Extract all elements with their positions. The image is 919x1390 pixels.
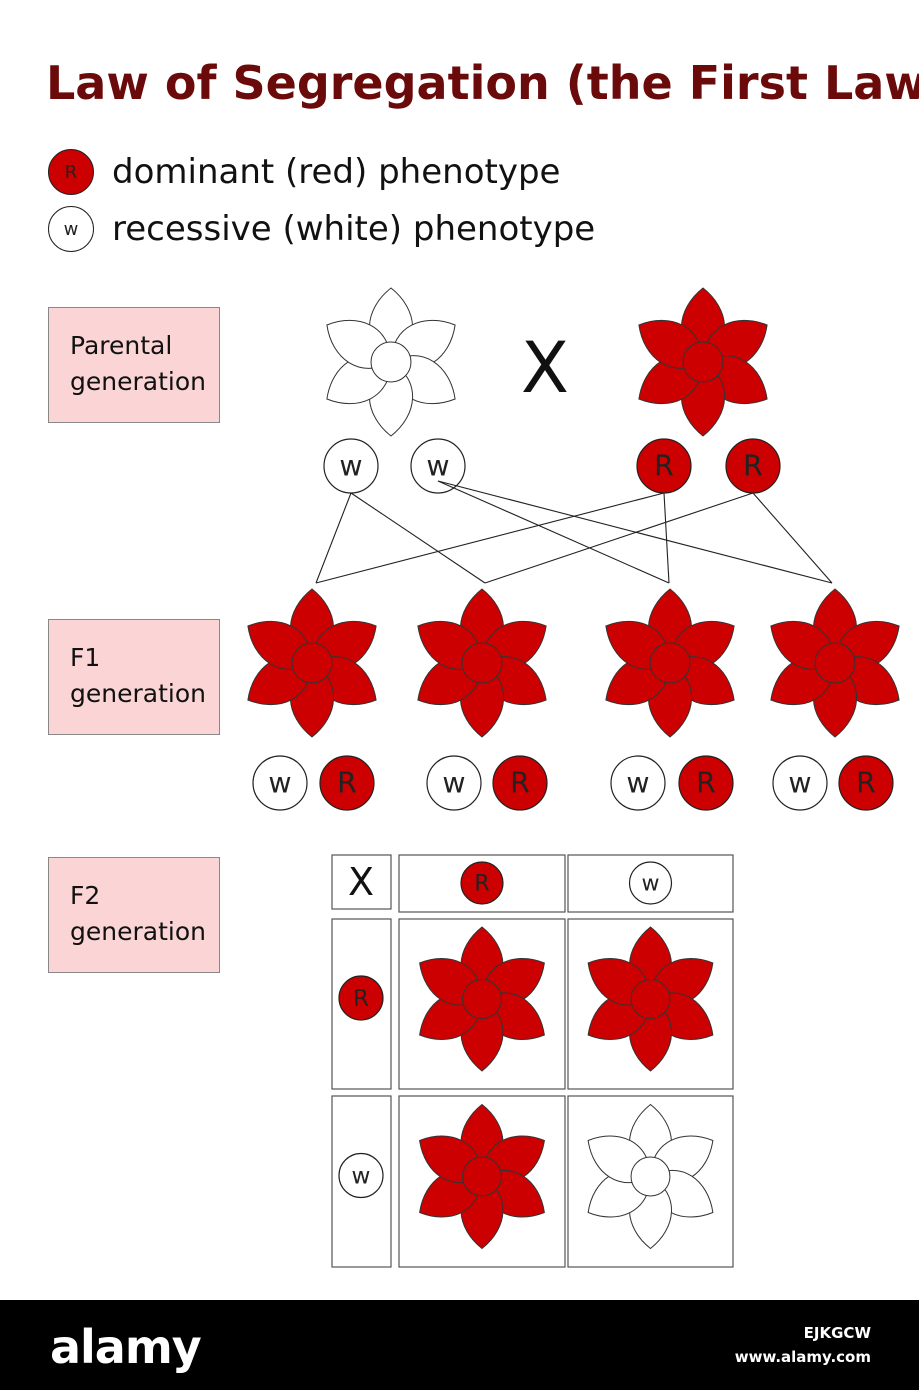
dominant-allele-icon: R (48, 149, 94, 195)
punnett-row-allele-R: R (338, 975, 384, 1021)
cross-line (752, 492, 833, 584)
allele-label: w (352, 1163, 371, 1189)
f1-red-flower (605, 588, 735, 738)
flower-center (814, 642, 856, 684)
f1-generation-label: F1 generation (48, 619, 220, 735)
allele-label: R (510, 767, 530, 800)
parent-gamete-R: R (725, 438, 781, 494)
allele-label: w (788, 767, 811, 800)
cross-line (437, 480, 670, 584)
f2-white-flower (587, 1103, 714, 1250)
allele-circle (492, 755, 548, 811)
f2-red-flower (419, 926, 545, 1072)
diagram-title: Law of Segregation (the First Law) (46, 56, 919, 110)
legend-recessive-label: recessive (white) phenotype (112, 209, 596, 249)
legend-dominant-label: dominant (red) phenotype (112, 152, 561, 192)
allele-label: w (268, 767, 291, 800)
f1-allele-w: w (772, 755, 828, 811)
allele-label: R (337, 767, 357, 800)
cross-line (350, 492, 486, 584)
flower-center (462, 1156, 502, 1197)
parent-gamete-w: w (323, 438, 379, 494)
parent-red-flower (638, 287, 768, 437)
legend-recessive: w recessive (white) phenotype (48, 206, 595, 252)
parent-gamete-R: R (636, 438, 692, 494)
allele-circle (426, 755, 482, 811)
allele-label: R (696, 767, 716, 800)
flower-center (630, 1156, 671, 1197)
f1-allele-w: w (252, 755, 308, 811)
flower-center (370, 341, 412, 383)
allele-label: R (353, 986, 369, 1012)
allele-circle (460, 861, 504, 905)
cross-line (663, 492, 670, 584)
allele-circle (772, 755, 828, 811)
flower-center (461, 642, 503, 684)
recessive-allele-icon: w (48, 206, 94, 252)
flower-center (291, 642, 333, 684)
punnett-row-allele-w: w (338, 1152, 384, 1199)
footer-url: www.alamy.com (734, 1348, 871, 1366)
legend-dominant: R dominant (red) phenotype (48, 149, 560, 195)
flower-center (682, 341, 724, 383)
allele-label: w (426, 450, 449, 483)
footer-bar: alamy EJKGCW www.alamy.com (0, 1300, 919, 1390)
parental-generation-label: Parental generation (48, 307, 220, 423)
allele-circle (610, 755, 666, 811)
punnett-corner (331, 854, 392, 910)
allele-circle (410, 438, 466, 494)
allele-circle (838, 755, 894, 811)
cross-line (484, 492, 754, 584)
allele-label: R (856, 767, 876, 800)
parent-gamete-w: w (410, 438, 466, 494)
flower-center (649, 642, 691, 684)
punnett-corner-label: X (348, 860, 374, 904)
alamy-logo: alamy (50, 1320, 202, 1374)
allele-label: R (654, 450, 674, 483)
f1-allele-R: R (678, 755, 734, 811)
f1-allele-R: R (492, 755, 548, 811)
f1-red-flower (770, 588, 900, 738)
f1-allele-R: R (319, 755, 375, 811)
f1-red-flower (417, 588, 547, 738)
cross-line (315, 492, 665, 584)
allele-label: R (474, 872, 489, 897)
flower-center (630, 979, 671, 1019)
f2-red-flower (587, 926, 714, 1072)
allele-label: w (626, 767, 649, 800)
cross-line (437, 480, 833, 584)
allele-circle (338, 1152, 384, 1199)
flower-center (462, 979, 502, 1019)
cross-symbol: X (521, 327, 569, 409)
f1-allele-w: w (610, 755, 666, 811)
allele-label: w (339, 450, 362, 483)
allele-circle (628, 861, 673, 905)
image-id: EJKGCW (803, 1324, 871, 1342)
allele-label: w (641, 872, 659, 897)
parent-white-flower (326, 287, 456, 437)
cross-line (315, 492, 352, 584)
f1-red-flower (247, 588, 377, 738)
allele-circle (678, 755, 734, 811)
f2-red-flower (419, 1103, 545, 1250)
allele-circle (252, 755, 308, 811)
allele-circle (319, 755, 375, 811)
punnett-column-allele-w: w (628, 861, 673, 905)
f2-generation-label: F2 generation (48, 857, 220, 973)
allele-circle (338, 975, 384, 1021)
allele-label: w (442, 767, 465, 800)
f1-allele-w: w (426, 755, 482, 811)
allele-label: R (743, 450, 763, 483)
punnett-column-allele-R: R (460, 861, 504, 905)
f1-allele-R: R (838, 755, 894, 811)
